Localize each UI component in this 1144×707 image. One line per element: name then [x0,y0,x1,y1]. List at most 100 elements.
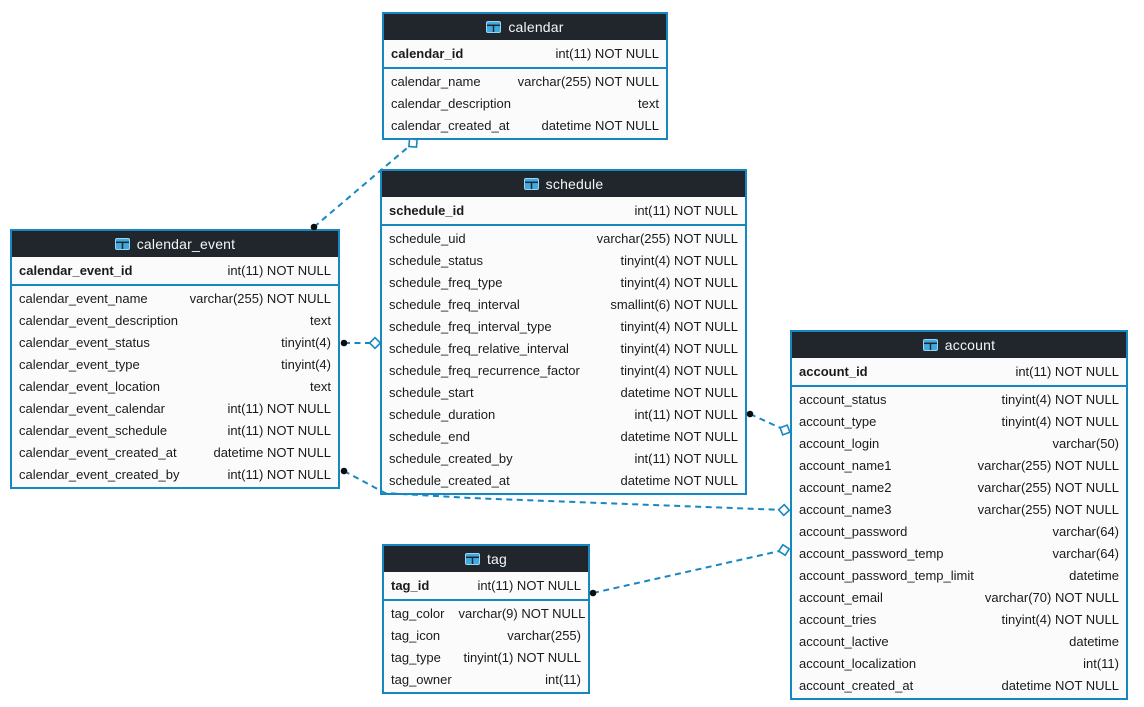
column-name: tag_color [391,605,445,621]
table-header[interactable]: calendar [384,14,666,40]
table-header[interactable]: account [792,332,1126,358]
column-type: tinyint(4) NOT NULL [1001,391,1119,407]
table-header[interactable]: calendar_event [12,231,338,257]
pk-separator [382,224,745,226]
column-name: account_email [799,589,883,605]
column-type: int(11) NOT NULL [227,466,331,482]
column-type: varchar(70) NOT NULL [984,589,1119,605]
table-grid-icon [523,178,539,190]
relationship-diamond-endpoint [777,543,791,557]
column-row[interactable]: account_email varchar(70) NOT NULL [792,586,1126,608]
column-type: datetime NOT NULL [541,117,659,133]
table-header[interactable]: tag [384,546,588,572]
column-type: varchar(255) NOT NULL [977,457,1119,473]
column-name: account_password [799,523,908,539]
column-name: schedule_freq_type [389,274,503,290]
column-name: calendar_event_status [19,334,150,350]
column-name: account_name2 [799,479,892,495]
column-name: calendar_description [391,95,511,111]
column-type: smallint(6) NOT NULL [610,296,738,312]
column-name: account_name3 [799,501,892,517]
column-name: schedule_created_at [389,472,510,488]
column-type: tinyint(4) NOT NULL [1001,611,1119,627]
relationship-diamond-endpoint [777,503,791,517]
column-type: int(11) NOT NULL [227,263,331,278]
column-name: account_login [799,435,880,451]
column-type: tinyint(4) [281,356,331,372]
column-row[interactable]: schedule_created_at datetime NOT NULL [382,469,745,491]
column-type: datetime NOT NULL [620,472,738,488]
column-type: varchar(64) [1052,545,1119,561]
table-title: account [944,337,996,353]
table-title: calendar [508,19,564,35]
column-name: calendar_event_created_at [19,444,177,460]
column-name: schedule_id [389,203,465,218]
column-name: account_type [799,413,877,429]
column-type: datetime NOT NULL [213,444,331,460]
column-row[interactable]: account_name1 varchar(255) NOT NULL [792,454,1126,476]
table-header[interactable]: schedule [382,171,745,197]
table-grid-icon [464,553,480,565]
column-name: account_lactive [799,633,889,649]
column-row[interactable]: calendar_event_created_at datetime NOT NU… [12,441,338,463]
column-name: account_name1 [799,457,892,473]
column-type: int(11) [545,671,581,687]
relationship-schedule-account[interactable] [749,413,786,431]
column-type: datetime NOT NULL [620,384,738,400]
column-type: datetime [1069,567,1119,583]
relationship-tag-account[interactable] [592,549,785,594]
column-name: calendar_event_schedule [19,422,168,438]
column-type: int(11) [1083,655,1119,671]
